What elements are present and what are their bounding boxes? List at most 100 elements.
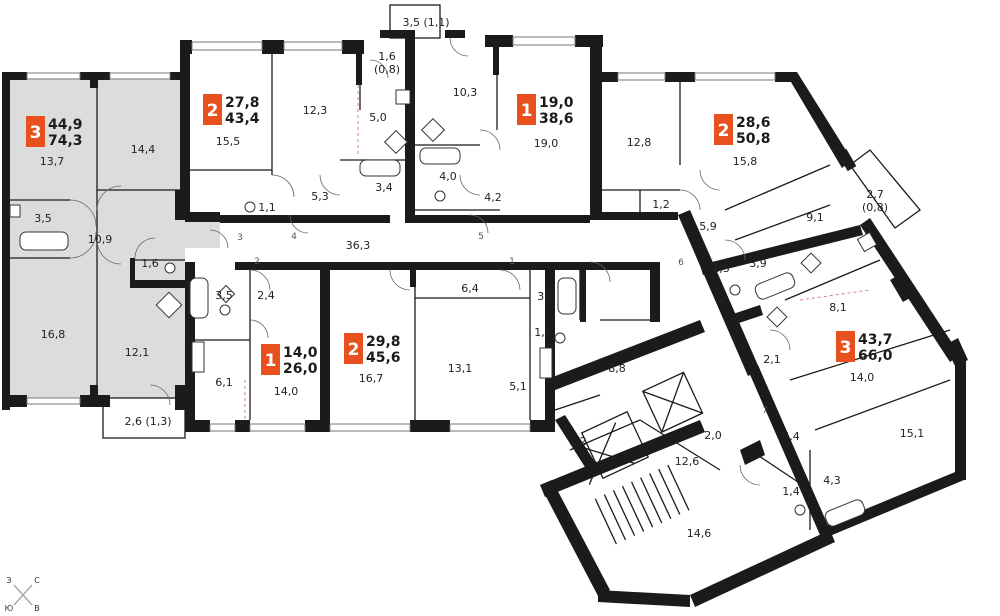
room-area: 5,9: [699, 220, 717, 233]
room-area: 14,0: [274, 385, 299, 398]
entrance-number: 1: [509, 257, 515, 267]
badge-room-count: 2: [348, 340, 360, 360]
walls: [2, 30, 968, 607]
badge-living-area: 44,9: [48, 117, 83, 133]
room-area: 1,6: [378, 50, 396, 63]
doors: [69, 37, 791, 486]
room-area: 4,2: [484, 191, 502, 204]
room-area: 3,5: [215, 289, 233, 302]
badge-total-area: 38,6: [539, 111, 574, 127]
room-area: 3,5: [34, 212, 52, 225]
fixtures: [9, 89, 878, 527]
room-area: 14,4: [131, 143, 156, 156]
apartment-badge[interactable]: 3 43,7 66,0: [836, 331, 893, 364]
room-area: 13,1: [448, 362, 473, 375]
room-area: 4,0: [439, 170, 457, 183]
room-area: 36,3: [346, 239, 371, 252]
badge-total-area: 43,4: [225, 111, 260, 127]
room-area: 15,8: [733, 155, 758, 168]
room-area: 14,0: [850, 371, 875, 384]
windows: [26, 36, 776, 432]
compass: З С Ю В: [5, 576, 41, 613]
room-area: 1,4: [782, 485, 800, 498]
room-area: 3,5 (1,1): [402, 16, 449, 29]
room-area: 15,5: [216, 135, 241, 148]
apartment-badge[interactable]: 2 28,6 50,8: [714, 114, 771, 147]
room-area: 1,3: [712, 262, 730, 275]
compass-north: С: [34, 576, 40, 585]
badge-living-area: 14,0: [283, 345, 318, 361]
room-area: 2,4: [257, 289, 275, 302]
compass-south: Ю: [5, 604, 14, 613]
room-area: 10,3: [453, 86, 478, 99]
entrance-number: 2: [254, 257, 260, 267]
room-area: 2,7: [866, 188, 884, 201]
compass-rose-icon: [13, 584, 33, 606]
room-area: 14,6: [687, 527, 712, 540]
room-area: 3,0: [537, 290, 555, 303]
room-area: 12,6: [675, 455, 700, 468]
room-area: 16,7: [359, 372, 384, 385]
room-area: 16,8: [41, 328, 66, 341]
badge-room-count: 2: [207, 101, 219, 121]
room-area: 6,4: [782, 430, 800, 443]
room-area: 1,2: [652, 198, 670, 211]
room-area: 8,1: [829, 301, 847, 314]
room-area: 2,6 (1,3): [124, 415, 171, 428]
room-area: 2,0: [704, 429, 722, 442]
zone-dashes: [244, 85, 871, 422]
room-area: 10,9: [88, 233, 113, 246]
room-area: 1,6: [141, 257, 159, 270]
room-area: 4,3: [823, 474, 841, 487]
badge-living-area: 29,8: [366, 334, 401, 350]
room-area: 12,1: [125, 346, 150, 359]
badge-room-count: 2: [718, 121, 730, 141]
room-area: 9,1: [806, 211, 824, 224]
badge-living-area: 43,7: [858, 332, 893, 348]
entrance-number: 3: [237, 233, 243, 243]
room-area: 1,1: [258, 201, 276, 214]
room-area: 1,3: [534, 326, 552, 339]
room-area: 5,0: [369, 111, 387, 124]
entrance-number: 4: [291, 232, 297, 242]
badge-total-area: 50,8: [736, 131, 771, 147]
badge-room-count: 1: [521, 101, 533, 121]
apartment-badge[interactable]: 1 19,0 38,6: [517, 94, 574, 127]
badge-total-area: 66,0: [858, 348, 893, 364]
room-area: 8,8: [608, 362, 626, 375]
room-area: 6,1: [215, 376, 233, 389]
room-area: 12,8: [627, 136, 652, 149]
room-area: 2,1: [763, 353, 781, 366]
room-area: 15,1: [900, 427, 925, 440]
room-labels: 13,7 14,4 3,5 10,9 16,8 12,1 1,6 2,6 (1,…: [34, 16, 924, 540]
apartment-badge[interactable]: 3 44,9 74,3: [26, 116, 83, 149]
apartment-badge[interactable]: 2 27,8 43,4: [203, 94, 260, 127]
badge-living-area: 19,0: [539, 95, 574, 111]
badge-room-count: 3: [840, 338, 852, 358]
room-area: 3,4: [375, 181, 393, 194]
badge-total-area: 45,6: [366, 350, 401, 366]
entrance-number: 6: [678, 258, 684, 268]
badge-total-area: 74,3: [48, 133, 83, 149]
room-area: (0,8): [374, 63, 400, 76]
room-area: 19,0: [534, 137, 559, 150]
compass-west: З: [6, 576, 11, 585]
badge-living-area: 27,8: [225, 95, 260, 111]
room-area: 12,3: [303, 104, 328, 117]
apartment-badge[interactable]: 1 14,0 26,0: [261, 344, 318, 377]
stair-core: [570, 371, 704, 545]
entrance-number: 7: [762, 406, 768, 416]
room-area: 13,7: [40, 155, 65, 168]
badge-room-count: 1: [265, 351, 277, 371]
badge-total-area: 26,0: [283, 361, 318, 377]
entrance-numbers: 1 2 3 4 5 6 7: [237, 232, 768, 416]
room-area: 5,3: [311, 190, 329, 203]
room-area: 6,4: [461, 282, 479, 295]
highlighted-apartment[interactable]: [5, 76, 220, 398]
compass-east: В: [34, 604, 40, 613]
room-area: 1,2: [569, 435, 587, 448]
apartment-badge[interactable]: 2 29,8 45,6: [344, 333, 401, 366]
room-area: 5,1: [509, 380, 527, 393]
room-area: 3,9: [749, 257, 767, 270]
